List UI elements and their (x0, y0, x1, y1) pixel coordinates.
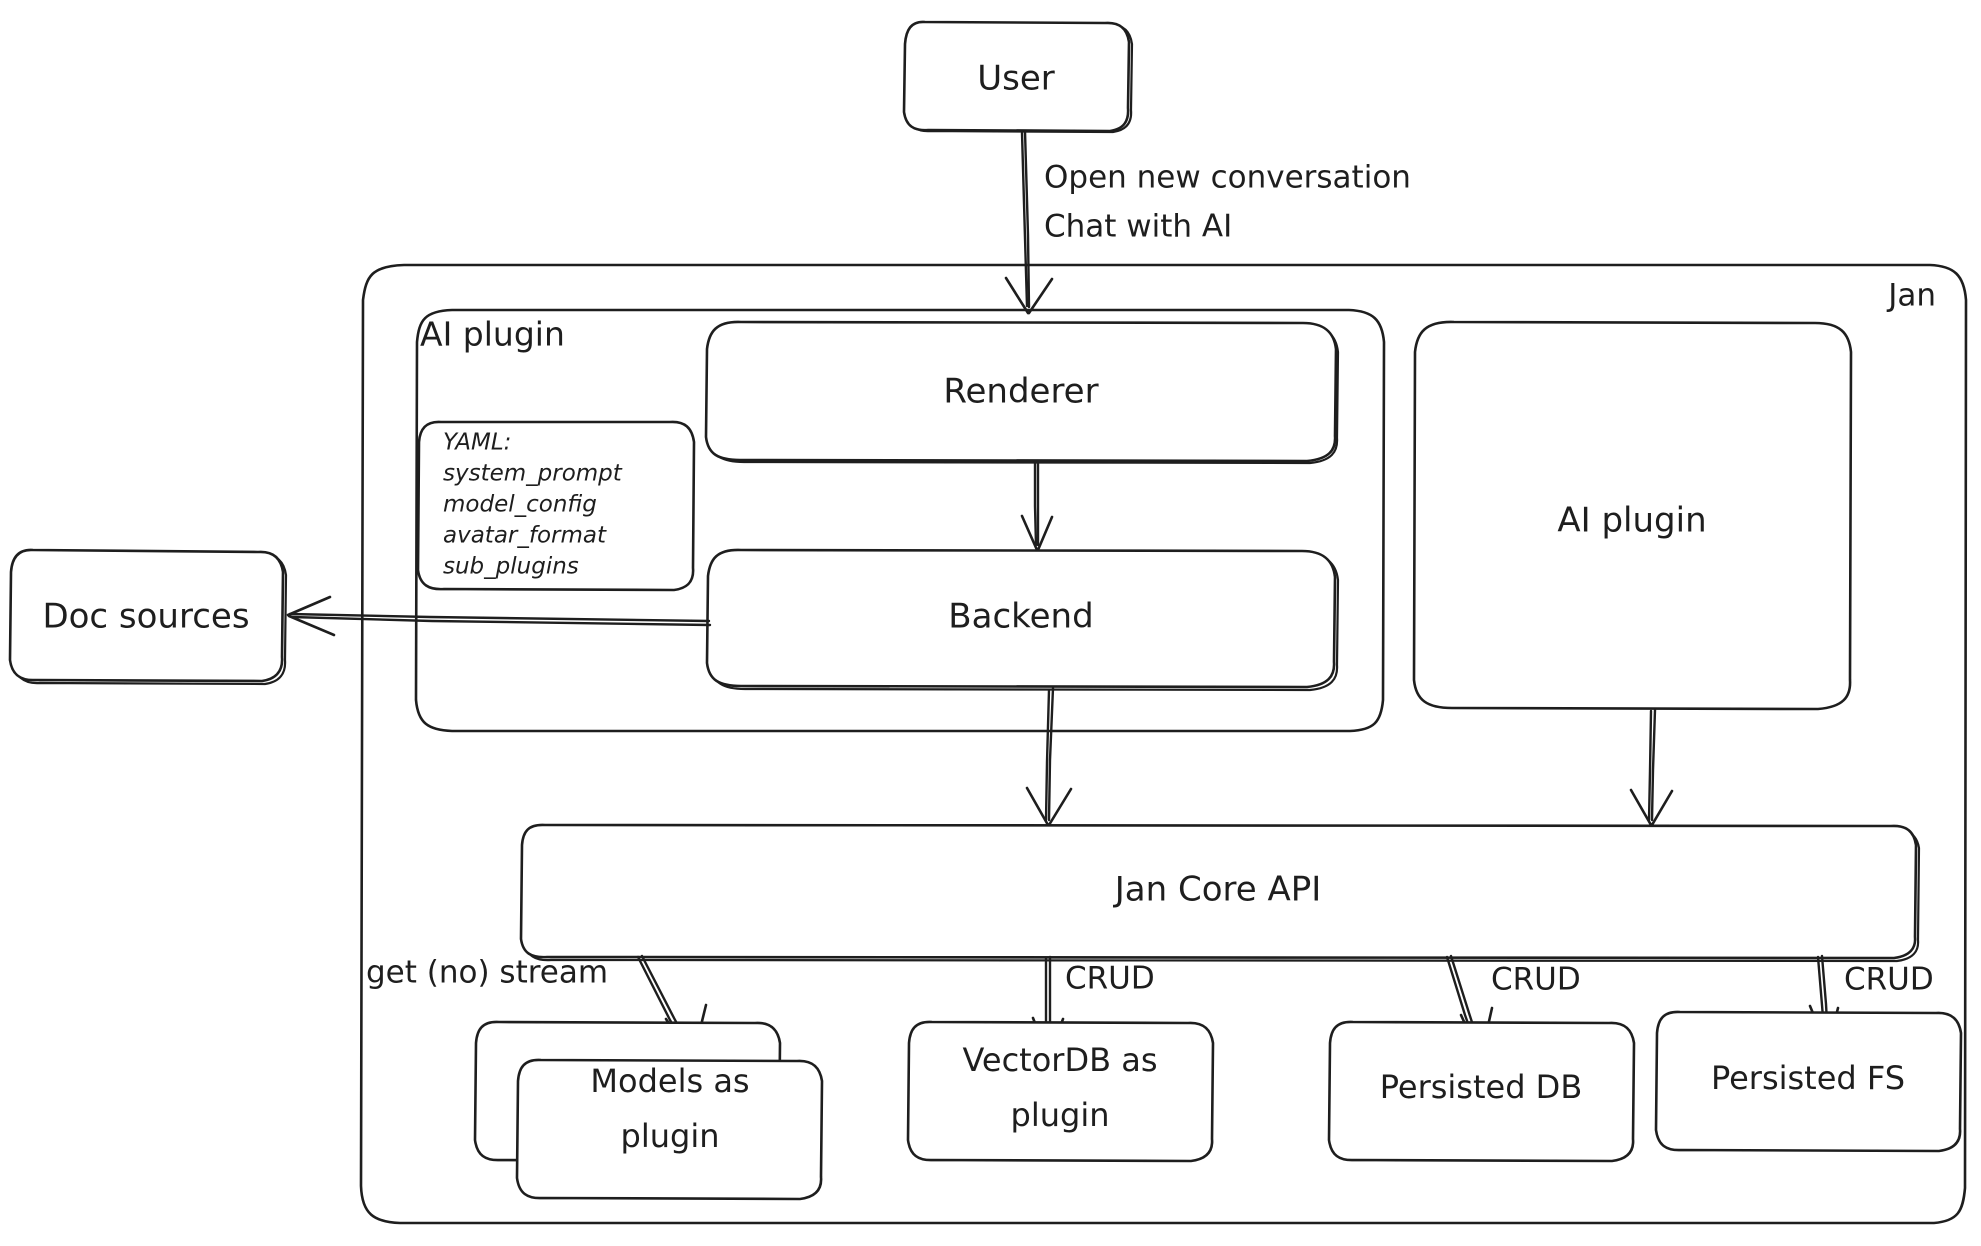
edge-label-user-to-renderer-line2: Chat with AI (1044, 209, 1232, 245)
note-yaml-key-model-config: model_config (443, 492, 597, 518)
container-jan-label: Jan (1886, 278, 1936, 314)
note-yaml-config: YAML: system_prompt model_config avatar_… (416, 420, 696, 592)
node-doc-sources[interactable]: Doc sources (8, 548, 288, 686)
node-models-as-plugin-label-line2: plugin (621, 1117, 720, 1155)
container-jan: Jan (359, 263, 1968, 1225)
container-ai-plugin-group-label: AI plugin (420, 315, 565, 354)
edge-label-core-to-persisted-db: CRUD (1491, 962, 1581, 998)
node-doc-sources-label: Doc sources (42, 597, 249, 637)
node-vectordb-as-plugin[interactable]: VectorDB as plugin (906, 1020, 1215, 1163)
node-backend-label: Backend (948, 597, 1093, 637)
note-yaml-title: YAML: (443, 430, 511, 456)
node-vectordb-as-plugin-label-line1: VectorDB as (962, 1041, 1157, 1079)
node-persisted-db[interactable]: Persisted DB (1327, 1020, 1636, 1163)
edge-backend-to-doc-sources (286, 595, 712, 637)
edge-core-api-to-models: get (no) stream (366, 955, 708, 1060)
node-renderer-label: Renderer (943, 372, 1098, 412)
node-ai-plugin-right[interactable]: AI plugin (1412, 320, 1853, 711)
edge-label-user-to-renderer-line1: Open new conversation (1044, 160, 1411, 196)
node-jan-core-api-label: Jan Core API (1113, 870, 1322, 910)
note-yaml-key-sub-plugins: sub_plugins (443, 554, 579, 580)
edge-user-to-renderer: Open new conversation Chat with AI (1004, 129, 1411, 315)
node-models-as-plugin[interactable]: Models as plugin (473, 1020, 824, 1201)
node-user[interactable]: User (902, 20, 1134, 134)
node-persisted-db-label: Persisted DB (1380, 1068, 1583, 1106)
edge-backend-to-core-api (1025, 686, 1073, 827)
edge-renderer-to-backend (1020, 459, 1054, 552)
node-backend[interactable]: Backend (705, 548, 1340, 692)
edge-ai-plugin-to-core-api (1629, 708, 1674, 827)
edge-label-core-to-persisted-fs: CRUD (1844, 962, 1934, 998)
container-ai-plugin-group: AI plugin (414, 308, 1386, 733)
node-persisted-fs-label: Persisted FS (1711, 1059, 1905, 1097)
edge-label-core-to-models: get (no) stream (366, 955, 608, 991)
node-user-label: User (977, 59, 1055, 99)
edge-label-core-to-vectordb: CRUD (1065, 961, 1155, 997)
node-ai-plugin-right-label: AI plugin (1557, 501, 1706, 541)
node-renderer[interactable]: Renderer (704, 320, 1340, 465)
node-persisted-fs[interactable]: Persisted FS (1654, 1010, 1963, 1153)
node-vectordb-as-plugin-label-line2: plugin (1011, 1096, 1110, 1134)
note-yaml-key-system-prompt: system_prompt (443, 461, 623, 487)
edge-core-api-to-persisted-fs: CRUD (1808, 954, 1934, 1049)
node-jan-core-api[interactable]: Jan Core API (519, 823, 1921, 963)
node-models-as-plugin-label-line1: Models as (590, 1062, 749, 1100)
note-yaml-key-avatar-format: avatar_format (443, 523, 607, 549)
